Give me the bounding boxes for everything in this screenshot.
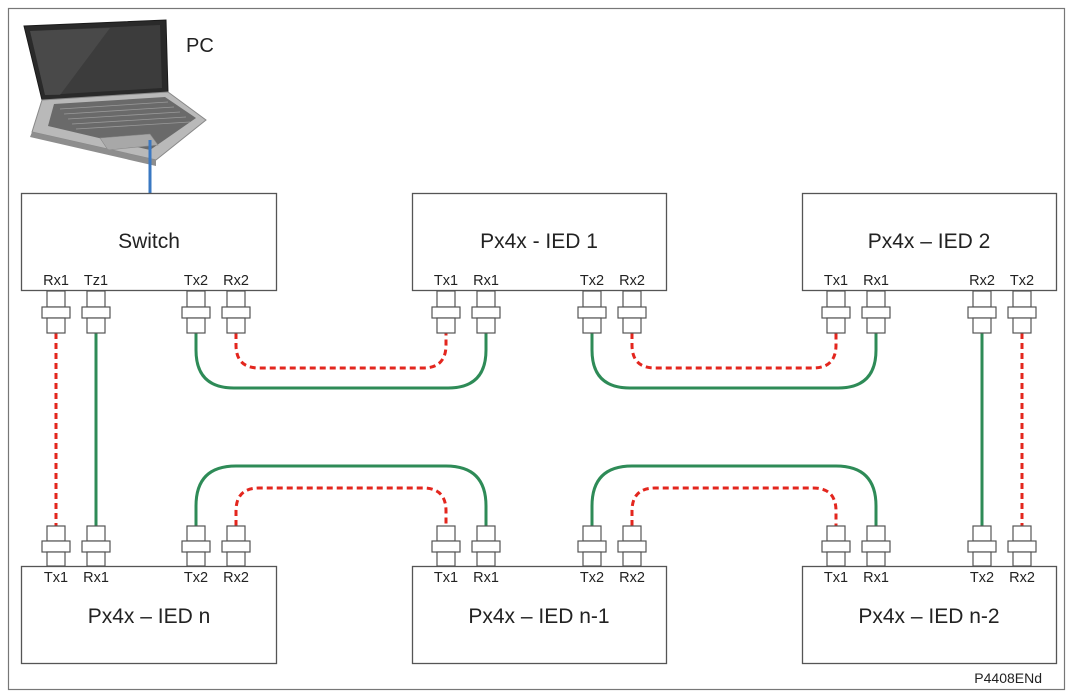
fiber-connector (821, 290, 851, 334)
fiber-connector (471, 525, 501, 567)
port-label: Rx1 (473, 273, 499, 289)
port-label: Tz1 (84, 273, 108, 289)
port-label: Tx2 (970, 570, 994, 586)
port-label: Tx2 (184, 570, 208, 586)
fiber-connector (617, 290, 647, 334)
fiber-connector (81, 290, 111, 334)
fiber-connector (617, 525, 647, 567)
fiber-tx-link (590, 464, 878, 526)
port-label: Tx1 (44, 570, 68, 586)
fiber-connector (221, 525, 251, 567)
port-label: Tx1 (434, 273, 458, 289)
fiber-connector (431, 290, 461, 334)
diagram-border (7, 7, 1066, 691)
fiber-connector (431, 525, 461, 567)
fiber-connector (861, 525, 891, 567)
fiber-connector (577, 290, 607, 334)
fiber-rx-link (630, 486, 838, 526)
port-label: Rx2 (619, 570, 645, 586)
fiber-rx-link (630, 333, 838, 370)
device-title: Px4x - IED 1 (480, 230, 598, 253)
device-title: Px4x – IED 2 (868, 230, 991, 253)
fiber-connector (471, 290, 501, 334)
switch-device: Switch Rx1 Tz1 Tx2 Rx2 (20, 192, 278, 292)
fiber-connector (221, 290, 251, 334)
laptop-icon (23, 19, 207, 166)
port-label: Rx1 (863, 570, 889, 586)
fiber-rx-link (234, 333, 448, 370)
port-label: Rx1 (863, 273, 889, 289)
port-label: Rx2 (969, 273, 995, 289)
port-label: Tx1 (824, 570, 848, 586)
fiber-connectors (41, 290, 1037, 567)
device-title: Px4x – IED n-2 (858, 605, 999, 628)
ied-2-device: Px4x – IED 2 Tx1 Rx1 Rx2 Tx2 (801, 192, 1058, 292)
device-title: Px4x – IED n-1 (468, 605, 609, 628)
port-label: Rx2 (619, 273, 645, 289)
fiber-connector (967, 290, 997, 334)
port-label: Tx2 (1010, 273, 1034, 289)
fiber-connector (1007, 525, 1037, 567)
device-title: Switch (118, 230, 180, 253)
fiber-connector (81, 525, 111, 567)
port-label: Rx2 (223, 273, 249, 289)
fiber-rx-link (234, 486, 448, 526)
fiber-tx-link (590, 333, 878, 390)
fiber-connector (967, 525, 997, 567)
ied-n-device: Px4x – IED n Tx1 Rx1 Tx2 Rx2 (20, 565, 278, 665)
device-title: Px4x – IED n (88, 605, 211, 628)
fiber-tx-link (194, 333, 488, 390)
ied-1-device: Px4x - IED 1 Tx1 Rx1 Tx2 Rx2 (411, 192, 668, 292)
figure-code: P4408ENd (974, 670, 1042, 686)
port-label: Tx2 (580, 570, 604, 586)
fiber-connector (181, 525, 211, 567)
fiber-connector (41, 290, 71, 334)
pc-label: PC (186, 35, 214, 57)
port-label: Tx1 (824, 273, 848, 289)
fiber-connector (577, 525, 607, 567)
port-label: Rx2 (223, 570, 249, 586)
port-label: Rx1 (473, 570, 499, 586)
fiber-links (54, 333, 1024, 526)
port-label: Tx2 (184, 273, 208, 289)
port-label: Rx1 (83, 570, 109, 586)
fiber-connector (181, 290, 211, 334)
ied-n-2-device: Px4x – IED n-2 Tx1 Rx1 Tx2 Rx2 (801, 565, 1058, 665)
fiber-tx-link (194, 464, 488, 526)
fiber-connector (861, 290, 891, 334)
port-label: Tx2 (580, 273, 604, 289)
fiber-connector (1007, 290, 1037, 334)
fiber-connector (41, 525, 71, 567)
port-label: Tx1 (434, 570, 458, 586)
port-label: Rx1 (43, 273, 69, 289)
fiber-connector (821, 525, 851, 567)
ied-n-1-device: Px4x – IED n-1 Tx1 Rx1 Tx2 Rx2 (411, 565, 668, 665)
port-label: Rx2 (1009, 570, 1035, 586)
